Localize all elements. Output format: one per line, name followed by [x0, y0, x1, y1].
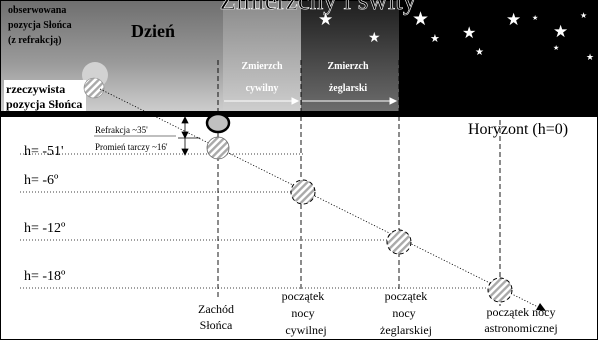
star-icon: ★	[580, 11, 587, 20]
event-label-line: żeglarskiej	[380, 323, 432, 337]
page-title: Zmierzchy i świty	[220, 0, 417, 15]
star-icon: ★	[318, 10, 333, 30]
true-label-line: pozycja Słońca	[6, 97, 82, 111]
refracted-sun-icon	[205, 112, 231, 134]
event-label-line: początek nocy	[487, 305, 556, 319]
altitude-level-labels: h= -51' h= -6º h= -12º h= -18º	[24, 144, 66, 284]
true-label-line: rzeczywista	[6, 82, 65, 96]
true-sun-icon	[83, 77, 105, 99]
star-icon: ★	[430, 32, 440, 45]
arrow-icon	[181, 131, 189, 139]
star-icon: ★	[532, 14, 538, 22]
measure-arrows	[178, 116, 200, 156]
sun-path	[99, 88, 541, 309]
refraction-notes: Refrakcja ~35' Promień tarczy ~16'	[94, 125, 176, 152]
level-label: h= -51'	[24, 144, 64, 159]
event-label-line: Słońca	[200, 318, 233, 332]
star-icon: ★	[368, 30, 381, 46]
nautical-night-label: początek nocy żeglarskiej	[380, 289, 432, 337]
arrow-icon	[389, 97, 398, 105]
sunset-sun-icon	[206, 136, 230, 160]
observed-position-label: obserwowana pozycja Słońca (z refrakcją)	[8, 5, 72, 46]
civil-label-line: cywilny	[246, 83, 279, 94]
level-label: h= -18º	[24, 269, 66, 284]
observed-label-line: (z refrakcją)	[8, 35, 61, 46]
star-icon: ★	[462, 23, 476, 42]
level-label: h= -6º	[24, 173, 59, 188]
event-label-line: początek	[385, 289, 428, 303]
civil-label-line: Zmierzch	[241, 61, 283, 72]
arrow-icon	[181, 116, 189, 124]
star-icon: ★	[475, 47, 484, 58]
sunset-label: Zachód Słońca	[198, 302, 234, 332]
nautical-twilight-label: Zmierzch żeglarski	[327, 61, 369, 94]
event-lines	[217, 60, 501, 306]
event-label-line: astronomicznej	[484, 321, 557, 335]
true-position-label-bg	[4, 80, 86, 112]
star-icon: ★	[553, 44, 559, 52]
radius-note: Promień tarczy ~16'	[95, 142, 168, 152]
event-label-line: nocy	[392, 306, 415, 320]
observed-label-line: obserwowana	[8, 5, 66, 16]
nautical-label-line: żeglarski	[329, 83, 368, 94]
arrow-icon	[291, 97, 300, 105]
horizon-label: Horyzont (h=0)	[468, 121, 568, 138]
stars: ★ ★ ★ ★ ★ ★ ★ ★ ★ ★ ★ ★	[318, 8, 594, 63]
star-icon: ★	[553, 22, 568, 42]
arrow-icon	[536, 303, 546, 311]
civil-sun-icon	[290, 179, 316, 205]
refraction-note: Refrakcja ~35'	[95, 125, 148, 135]
civil-twilight-sky	[223, 1, 301, 113]
observed-label-line: pozycja Słońca	[8, 20, 72, 31]
nautical-sun-icon	[386, 229, 412, 255]
star-icon: ★	[586, 53, 594, 63]
civil-twilight-label: Zmierzch cywilny	[241, 61, 283, 94]
civil-night-label: początek nocy cywilnej	[282, 289, 327, 337]
nautical-twilight-sky	[301, 1, 399, 113]
event-label-line: cywilnej	[285, 323, 326, 337]
event-label-line: Zachód	[198, 302, 234, 316]
true-position-label: rzeczywista pozycja Słońca	[6, 82, 82, 111]
nautical-label-line: Zmierzch	[327, 61, 369, 72]
event-label-line: nocy	[291, 306, 314, 320]
level-label: h= -12º	[24, 221, 66, 236]
star-icon: ★	[506, 10, 521, 30]
night-sky	[399, 1, 597, 113]
arrow-icon	[181, 148, 189, 156]
event-label-line: początek	[282, 289, 325, 303]
star-icon: ★	[412, 8, 429, 30]
astronomical-night-label: początek nocy astronomicznej	[484, 305, 557, 335]
day-label: Dzień	[131, 21, 175, 41]
twilight-span-arrows	[224, 97, 398, 105]
astronomical-sun-icon	[487, 277, 513, 303]
altitude-levels	[20, 153, 498, 289]
horizon-line	[1, 111, 597, 117]
